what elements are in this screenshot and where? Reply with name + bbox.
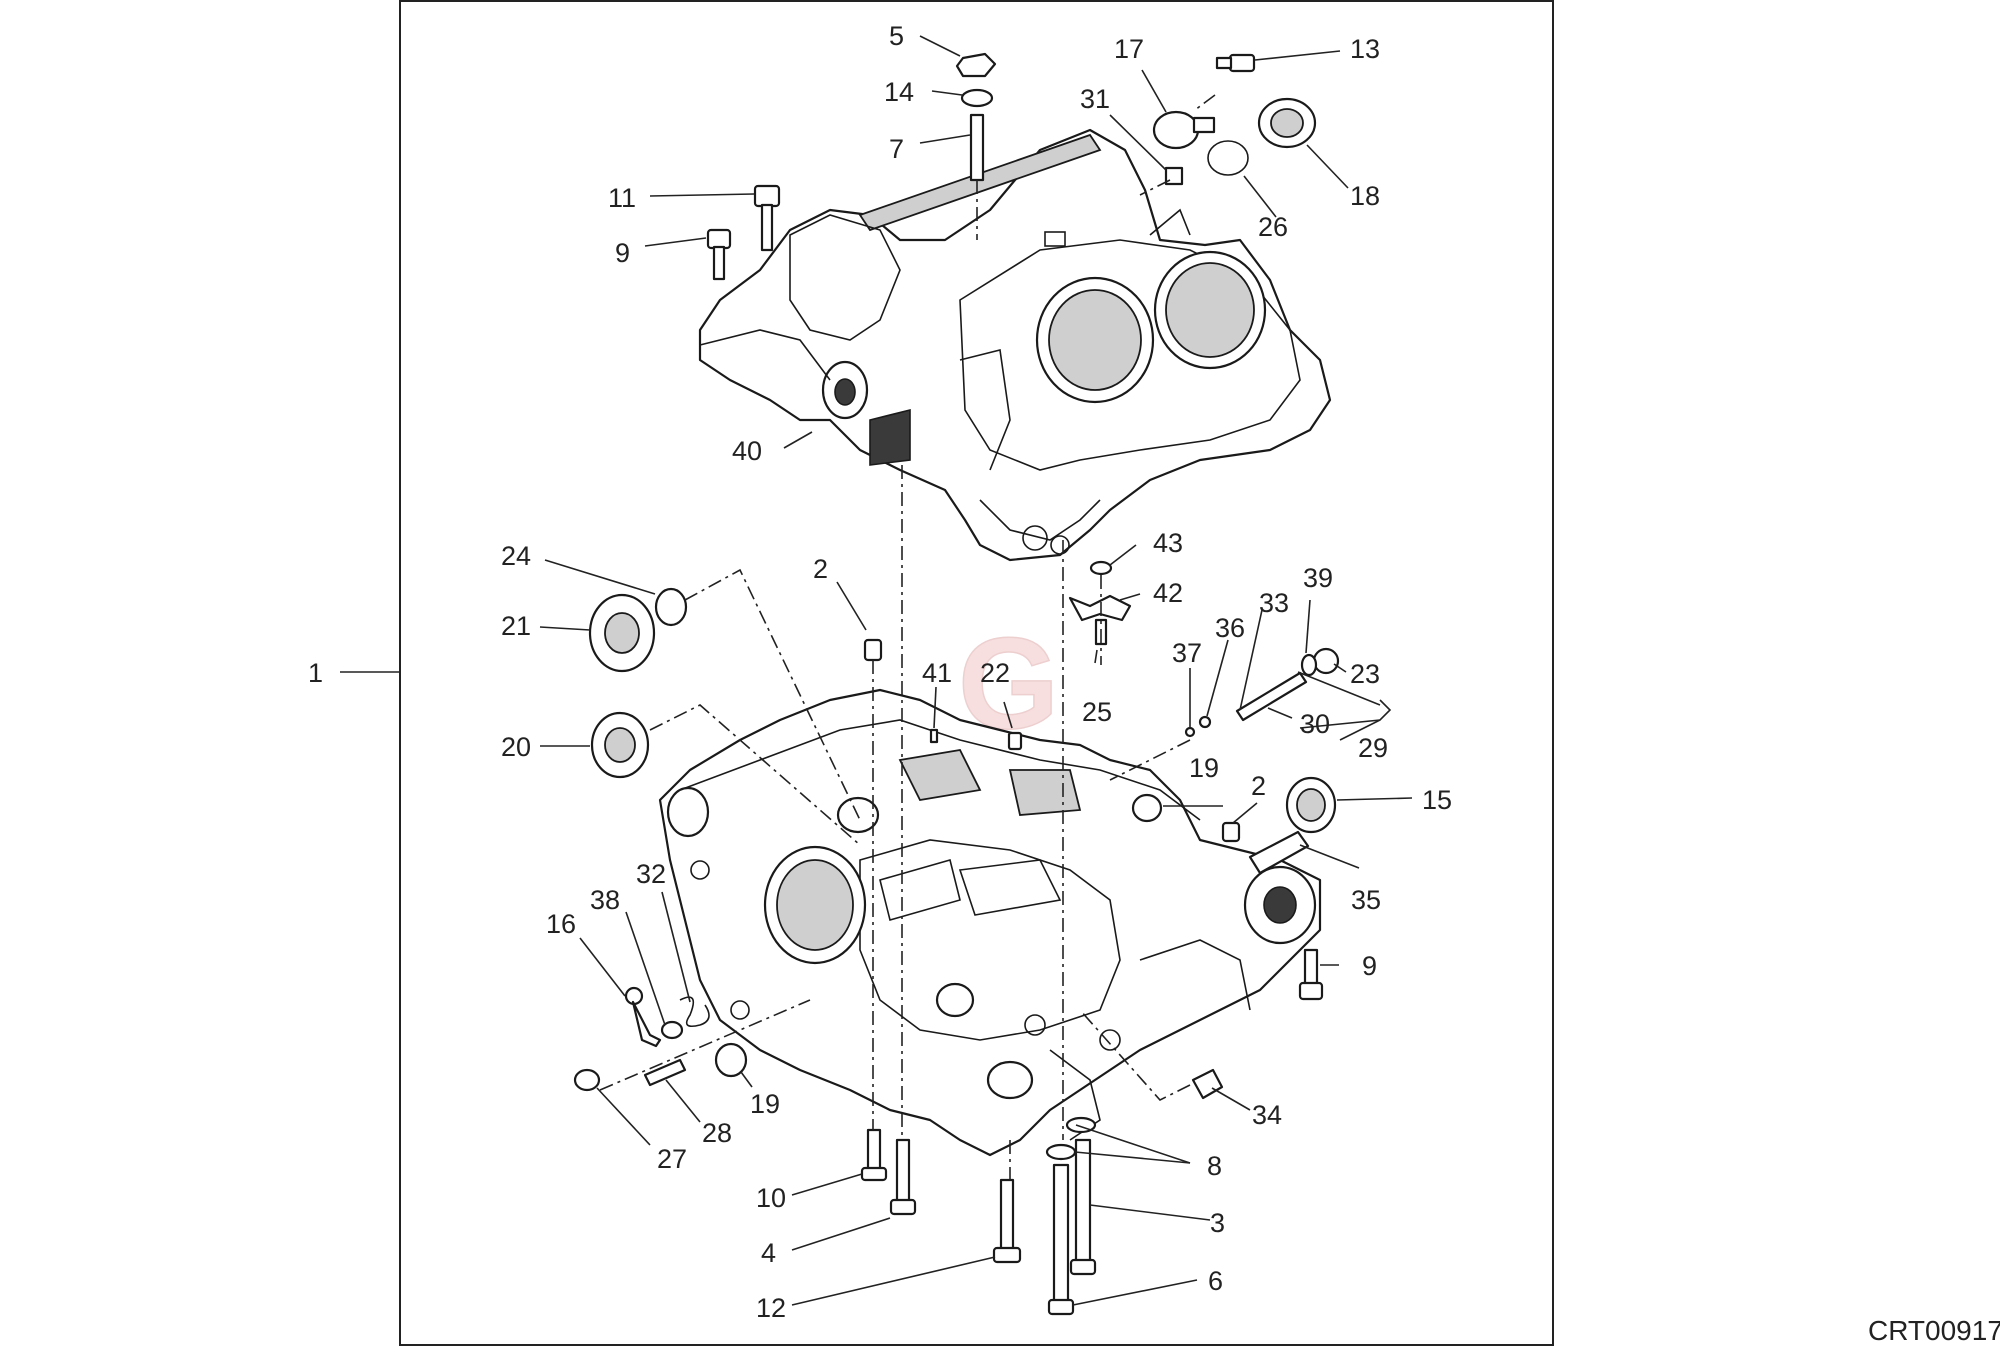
callout-28: 28 xyxy=(702,1118,732,1148)
callout-34: 34 xyxy=(1252,1100,1282,1130)
bushing-19-top xyxy=(1131,793,1163,823)
spring-32 xyxy=(679,996,710,1028)
callout-23: 23 xyxy=(1350,659,1380,689)
callout-10: 10 xyxy=(756,1183,786,1213)
callout-36: 36 xyxy=(1215,613,1245,643)
washer-8-left xyxy=(1045,1143,1077,1161)
seal-24 xyxy=(654,587,688,627)
callout-7: 7 xyxy=(889,134,904,164)
callout-2-right: 2 xyxy=(1251,771,1266,801)
bolt-10 xyxy=(866,1128,882,1172)
callout-35: 35 xyxy=(1351,885,1381,915)
callout-14: 14 xyxy=(884,77,914,107)
callout-25: 25 xyxy=(1082,697,1112,727)
callout-17: 17 xyxy=(1114,34,1144,64)
oil-jet-42 xyxy=(1068,594,1132,622)
dowel-2-right xyxy=(1221,821,1241,843)
callout-41: 41 xyxy=(922,658,952,688)
callout-38: 38 xyxy=(590,885,620,915)
upper-crankcase-half xyxy=(698,128,1332,562)
callout-37: 37 xyxy=(1172,638,1202,668)
bushing-19-bottom xyxy=(714,1042,748,1078)
callout-8: 8 xyxy=(1207,1151,1222,1181)
small-parts xyxy=(573,52,1340,1316)
bolt-3 xyxy=(1074,1138,1092,1267)
washer-14 xyxy=(960,88,994,108)
washer-38 xyxy=(660,1020,684,1040)
callout-43: 43 xyxy=(1153,528,1183,558)
callout-18: 18 xyxy=(1350,181,1380,211)
stud-7 xyxy=(969,113,985,182)
reference-code: CRT00917 xyxy=(1868,1315,2000,1346)
callout-21: 21 xyxy=(501,611,531,641)
callout-12: 12 xyxy=(756,1293,786,1323)
spring-33 xyxy=(1235,671,1308,722)
callout-24: 24 xyxy=(501,541,531,571)
o-ring-26 xyxy=(1207,140,1249,176)
bolt-9-right-shank xyxy=(1303,948,1319,987)
bolt-4 xyxy=(895,1138,911,1207)
callout-40: 40 xyxy=(732,436,762,466)
callout-42: 42 xyxy=(1153,578,1183,608)
callout-30: 30 xyxy=(1300,709,1330,739)
callout-5: 5 xyxy=(889,21,904,51)
callout-11: 11 xyxy=(608,183,636,213)
callout-22: 22 xyxy=(980,658,1010,688)
ball-37 xyxy=(1184,726,1196,738)
callout-15: 15 xyxy=(1422,785,1452,815)
screw-13-shank xyxy=(1215,56,1233,70)
bolt-11-shank xyxy=(760,203,774,252)
callout-31: 31 xyxy=(1080,84,1110,114)
nut-5 xyxy=(955,52,997,78)
bolt-12 xyxy=(999,1178,1015,1252)
sensor-17 xyxy=(1152,110,1200,150)
callout-16: 16 xyxy=(546,909,576,939)
callout-33: 33 xyxy=(1259,588,1289,618)
callout-4: 4 xyxy=(761,1238,776,1268)
callout-26: 26 xyxy=(1258,212,1288,242)
bolt-6 xyxy=(1052,1163,1070,1307)
bolt-9-right-head xyxy=(1298,981,1324,1001)
screw-28 xyxy=(643,1058,687,1087)
ball-36 xyxy=(1198,715,1212,729)
callout-9-right: 9 xyxy=(1362,951,1377,981)
dowel-2-left xyxy=(863,638,883,662)
callout-32: 32 xyxy=(636,859,666,889)
callout-labels: 1 5 14 7 11 9 13 17 31 18 26 40 43 42 25… xyxy=(308,21,1452,1323)
plug-22 xyxy=(1007,731,1023,751)
washer-39 xyxy=(1300,653,1318,677)
callout-19-top: 19 xyxy=(1189,753,1219,783)
screw-13 xyxy=(1228,53,1256,73)
screw-27 xyxy=(573,1068,601,1092)
bolt-11-head xyxy=(753,184,781,208)
callout-29: 29 xyxy=(1358,733,1388,763)
washer-43 xyxy=(1089,560,1113,576)
assembly-centerlines xyxy=(599,94,1216,1180)
callout-20: 20 xyxy=(501,732,531,762)
bolt-9-head xyxy=(706,228,732,250)
callout-39: 39 xyxy=(1303,563,1333,593)
leader-lines xyxy=(340,35,1413,1306)
callout-2-left: 2 xyxy=(813,554,828,584)
callout-13: 13 xyxy=(1350,34,1380,64)
callout-27: 27 xyxy=(657,1144,687,1174)
sensor-17-tip xyxy=(1192,116,1216,134)
shaft-35 xyxy=(1248,830,1310,875)
callout-9-top: 9 xyxy=(615,238,630,268)
callout-3: 3 xyxy=(1210,1208,1225,1238)
plug-23 xyxy=(1312,647,1340,675)
callout-6: 6 xyxy=(1208,1266,1223,1296)
pin-41 xyxy=(929,728,939,744)
plug-34 xyxy=(1191,1068,1224,1100)
callout-1: 1 xyxy=(308,658,323,688)
bolt-9-shank xyxy=(712,245,726,281)
callout-19-bottom: 19 xyxy=(750,1089,780,1119)
diagram-frame xyxy=(399,0,1554,1346)
